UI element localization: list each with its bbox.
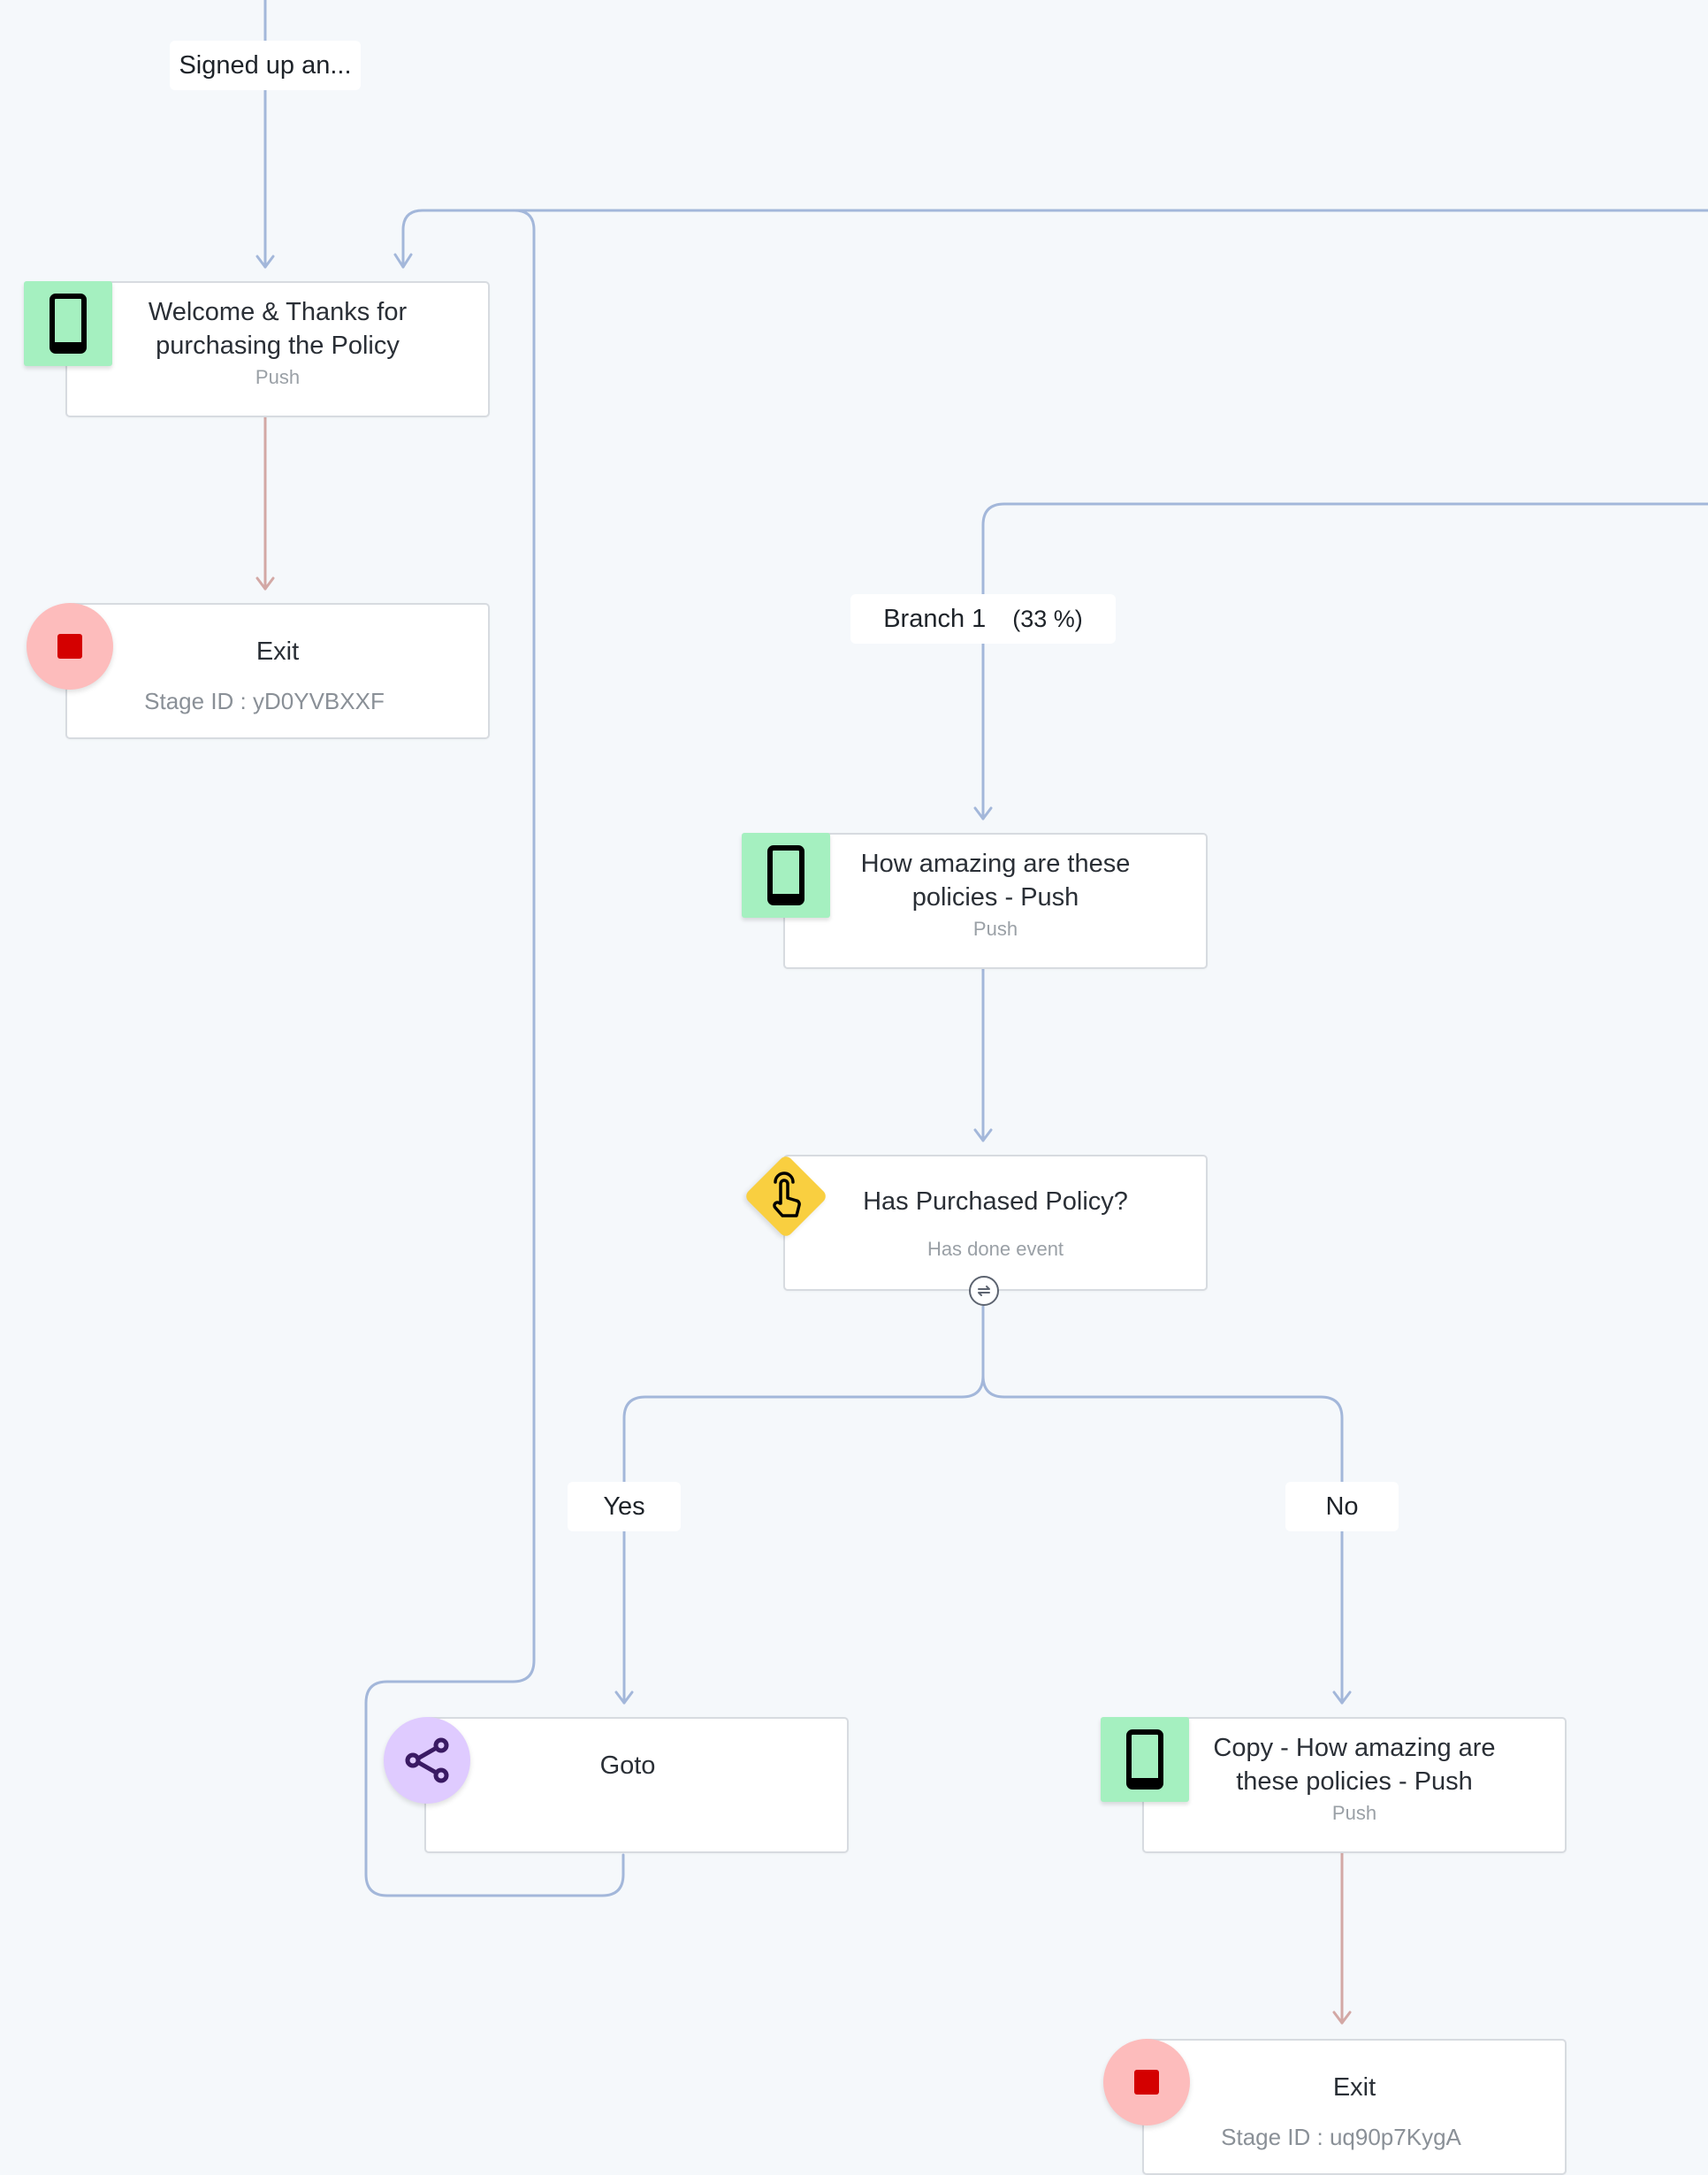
- node-title-line1: How amazing are these: [860, 850, 1131, 878]
- goto-node[interactable]: Goto: [424, 1717, 849, 1853]
- node-title-line1: Welcome & Thanks for: [148, 298, 408, 326]
- condition-title: Has Purchased Policy?: [863, 1187, 1128, 1216]
- exit-stage-id: Stage ID : uq90p7KygA: [1221, 2124, 1461, 2150]
- exit-node[interactable]: Exit Stage ID : uq90p7KygA: [1142, 2039, 1567, 2175]
- no-label-text: No: [1325, 1492, 1359, 1521]
- exit-title: Exit: [1332, 2073, 1376, 2102]
- mobile-phone-icon: [767, 845, 804, 905]
- goto-badge[interactable]: [384, 1717, 470, 1804]
- arrowhead-entry: [255, 255, 275, 269]
- exit-stage-id: Stage ID : yD0YVBXXF: [144, 688, 385, 714]
- arrowhead-loop: [393, 253, 413, 269]
- connector-goto-loop: [364, 209, 625, 1897]
- node-title-line2: policies - Push: [911, 883, 1079, 912]
- condition-node[interactable]: Has Purchased Policy? Has done event: [783, 1155, 1208, 1291]
- node-title-line1: Copy - How amazing are: [1213, 1734, 1496, 1762]
- push-badge[interactable]: [24, 281, 112, 366]
- node-title: How amazing are these policies - Push: [785, 847, 1206, 914]
- arrowhead-yes: [614, 1690, 634, 1705]
- connector-split: [622, 1305, 985, 1705]
- exit-badge[interactable]: [27, 603, 113, 690]
- exit-node[interactable]: Exit Stage ID : yD0YVBXXF: [65, 603, 490, 739]
- pointer-hand-icon: [773, 1171, 801, 1217]
- node-title: Copy - How amazing are these policies - …: [1144, 1731, 1565, 1798]
- stop-icon: [1134, 2070, 1159, 2095]
- arrowhead-no: [1332, 1690, 1352, 1705]
- node-type: Push: [255, 366, 301, 388]
- node-title: Welcome & Thanks for purchasing the Poli…: [67, 295, 488, 362]
- push-badge[interactable]: [742, 833, 830, 918]
- exit-title: Exit: [255, 637, 300, 666]
- welcome-push-node[interactable]: Welcome & Thanks for purchasing the Poli…: [65, 281, 490, 417]
- arrowhead-branch: [973, 806, 993, 820]
- push-badge[interactable]: [1101, 1717, 1189, 1802]
- mobile-phone-icon: [50, 294, 87, 354]
- exit-badge[interactable]: [1103, 2039, 1190, 2125]
- share-icon: [405, 1737, 449, 1783]
- branch-label[interactable]: Branch 1 (33 %): [850, 594, 1116, 644]
- branch-percent: (33 %): [1012, 605, 1083, 632]
- arrowhead-exit-top: [255, 576, 275, 591]
- swap-arrows-icon: [978, 1286, 990, 1296]
- no-branch-label[interactable]: No: [1285, 1482, 1399, 1531]
- yes-label-text: Yes: [603, 1492, 645, 1521]
- node-title-line2: purchasing the Policy: [156, 332, 400, 360]
- node-type: Push: [972, 918, 1018, 940]
- arrowhead-condition: [973, 1128, 993, 1142]
- node-type: Push: [1331, 1802, 1377, 1824]
- mobile-phone-icon: [1126, 1729, 1163, 1790]
- arrowhead-exit-bottom: [1332, 2011, 1352, 2025]
- branch-name: Branch 1: [883, 604, 987, 633]
- amazing-push-node[interactable]: How amazing are these policies - Push Pu…: [783, 833, 1208, 969]
- entry-trigger-label[interactable]: Signed up an...: [170, 41, 361, 90]
- connector-branch: [981, 502, 1708, 820]
- condition-toggle-button[interactable]: [969, 1276, 999, 1306]
- stop-icon: [57, 634, 82, 659]
- connector-split-right: [981, 1374, 1344, 1705]
- copy-push-node[interactable]: Copy - How amazing are these policies - …: [1142, 1717, 1567, 1853]
- yes-branch-label[interactable]: Yes: [568, 1482, 681, 1531]
- entry-trigger-text: Signed up an...: [179, 50, 352, 80]
- condition-subtitle: Has done event: [926, 1238, 1064, 1260]
- node-title-line2: these policies - Push: [1236, 1767, 1473, 1796]
- goto-title: Goto: [599, 1751, 656, 1780]
